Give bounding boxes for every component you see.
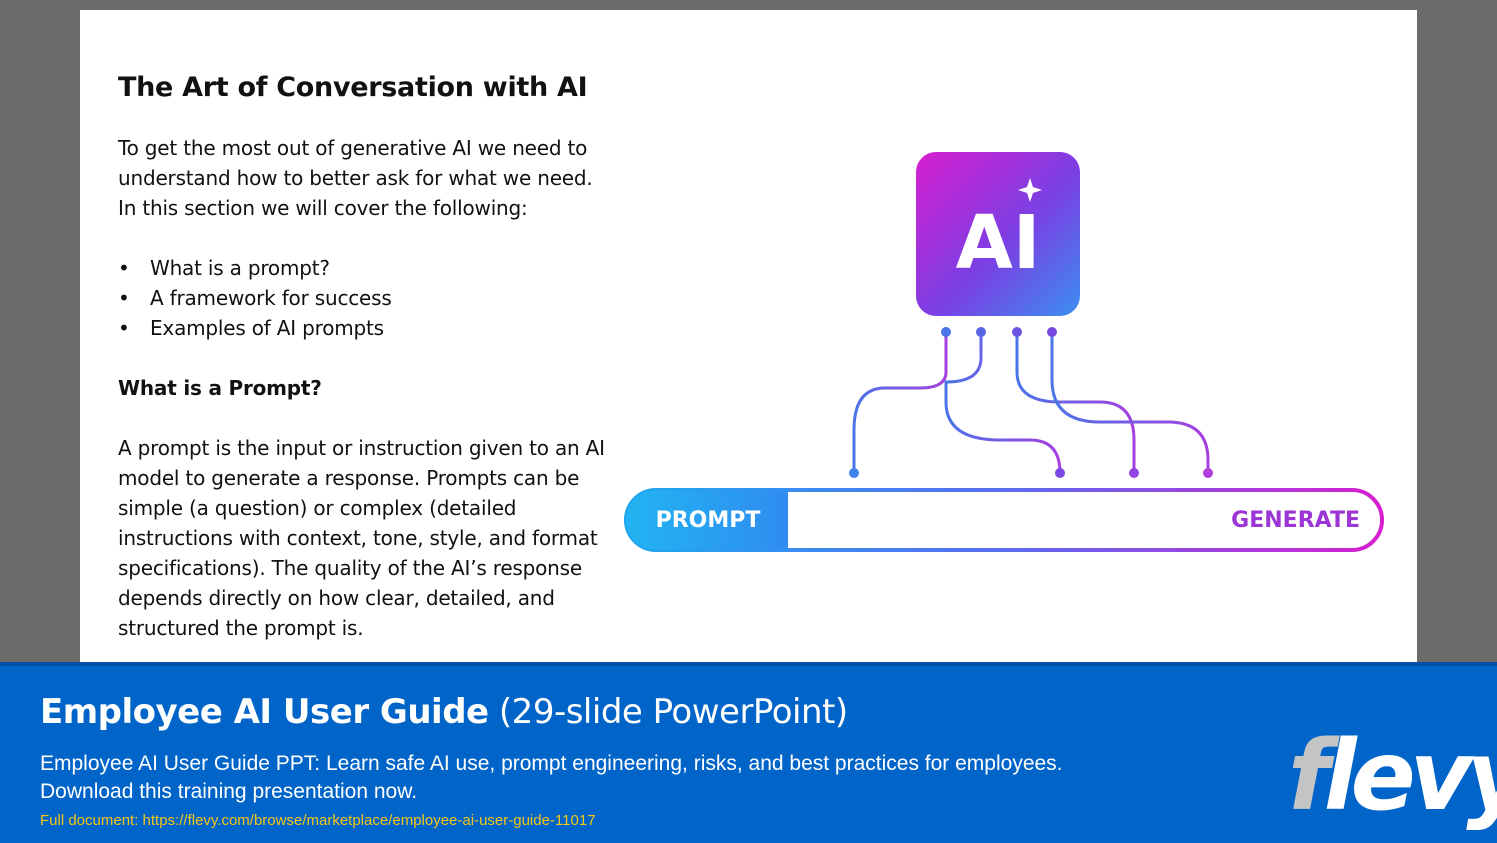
intro-line: understand how to better ask for what we… (118, 166, 593, 190)
definition-line: structured the prompt is. (118, 616, 364, 640)
banner-description: Employee AI User Guide PPT: Learn safe A… (40, 750, 1140, 806)
promo-banner: Employee AI User Guide (29-slide PowerPo… (0, 662, 1497, 843)
definition-line: specifications). The quality of the AI’s… (118, 556, 582, 580)
intro-paragraph: To get the most out of generative AI we … (118, 133, 638, 223)
slide: The Art of Conversation with AI To get t… (80, 10, 1417, 665)
banner-title: Employee AI User Guide (29-slide PowerPo… (40, 692, 848, 732)
definition-line: simple (a question) or complex (detailed (118, 496, 517, 520)
definition-line: depends directly on how clear, detailed,… (118, 586, 555, 610)
definition-line: model to generate a response. Prompts ca… (118, 466, 580, 490)
ai-chip-icon: AI (916, 152, 1080, 316)
connector-nodes (849, 327, 1213, 478)
intro-line: To get the most out of generative AI we … (118, 136, 588, 160)
ai-prompt-illustration: AI PROMPT GENERATE (624, 152, 1384, 552)
banner-desc-line: Employee AI User Guide PPT: Learn safe A… (40, 752, 1063, 775)
list-item: Examples of AI prompts (118, 313, 392, 343)
sparkle-icon (1018, 178, 1042, 202)
generate-label: GENERATE (1231, 508, 1360, 533)
section-subheading: What is a Prompt? (118, 376, 322, 400)
definition-line: instructions with context, tone, style, … (118, 526, 598, 550)
topic-list: What is a prompt? A framework for succes… (118, 253, 392, 343)
banner-title-bold: Employee AI User Guide (40, 692, 489, 732)
flevy-logo[interactable]: flevy (1288, 728, 1497, 824)
banner-title-rest: (29-slide PowerPoint) (488, 692, 848, 732)
full-document-link[interactable]: Full document: https://flevy.com/browse/… (40, 812, 596, 829)
intro-line: In this section we will cover the follow… (118, 196, 528, 220)
logo-letter-f: f (1288, 720, 1330, 832)
definition-paragraph: A prompt is the input or instruction giv… (118, 433, 638, 643)
slide-title: The Art of Conversation with AI (118, 72, 588, 103)
definition-line: A prompt is the input or instruction giv… (118, 436, 605, 460)
list-item: What is a prompt? (118, 253, 392, 283)
logo-rest: levy (1323, 720, 1497, 832)
prompt-label: PROMPT (656, 508, 761, 533)
ai-chip-label: AI (956, 200, 1041, 286)
connector-wires (852, 332, 1210, 474)
list-item: A framework for success (118, 283, 392, 313)
banner-desc-line: Download this training presentation now. (40, 780, 418, 803)
prompt-generate-bar: PROMPT GENERATE (624, 488, 1384, 552)
